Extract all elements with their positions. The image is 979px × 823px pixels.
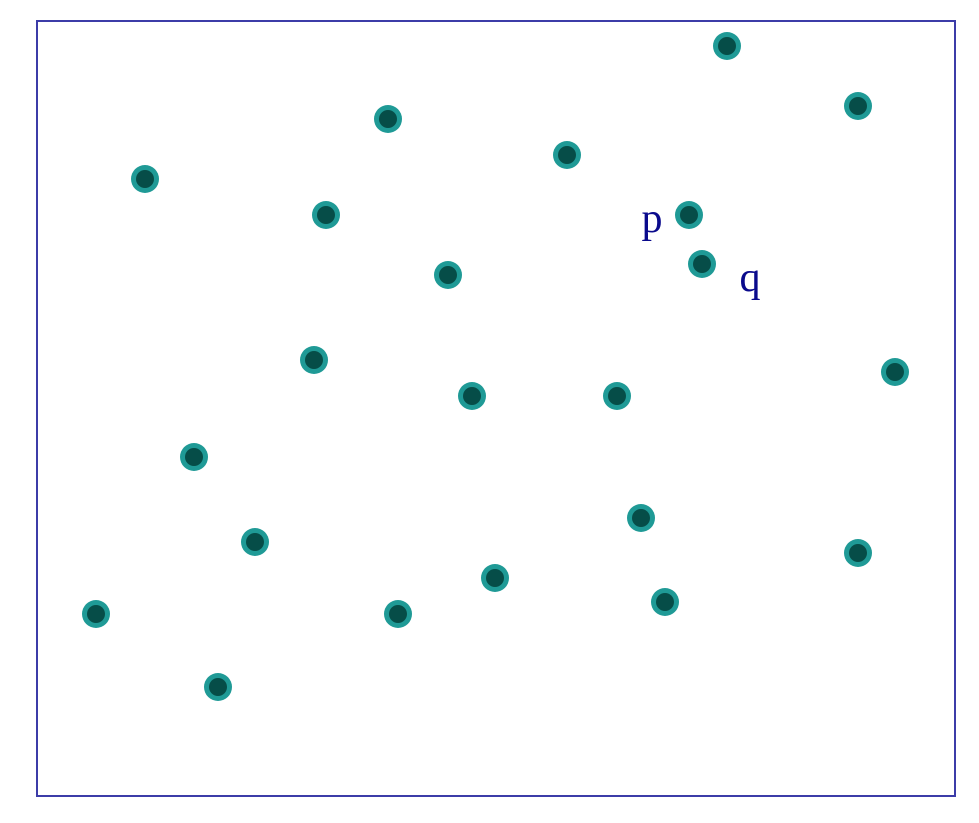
point-core [886, 363, 904, 381]
point [434, 261, 462, 289]
point [713, 32, 741, 60]
point [481, 564, 509, 592]
point [374, 105, 402, 133]
point [458, 382, 486, 410]
point [844, 92, 872, 120]
point [204, 673, 232, 701]
point [312, 201, 340, 229]
point-core [656, 593, 674, 611]
point-q [688, 250, 716, 278]
point [627, 504, 655, 532]
point [131, 165, 159, 193]
point [82, 600, 110, 628]
point [844, 539, 872, 567]
point-core [849, 97, 867, 115]
point-core [136, 170, 154, 188]
point [300, 346, 328, 374]
point [180, 443, 208, 471]
point-core [849, 544, 867, 562]
point-core [463, 387, 481, 405]
point-core [389, 605, 407, 623]
point-core [486, 569, 504, 587]
point-core [718, 37, 736, 55]
diagram-frame [36, 20, 956, 797]
point-core [608, 387, 626, 405]
point [384, 600, 412, 628]
point-core [680, 206, 698, 224]
point-core [185, 448, 203, 466]
point-core [693, 255, 711, 273]
point-core [87, 605, 105, 623]
point [603, 382, 631, 410]
point [651, 588, 679, 616]
point-label-q: q [740, 255, 761, 301]
point [241, 528, 269, 556]
point-core [379, 110, 397, 128]
point-label-p: p [642, 196, 663, 242]
point-core [439, 266, 457, 284]
point-core [632, 509, 650, 527]
point [553, 141, 581, 169]
point-core [317, 206, 335, 224]
point-p [675, 201, 703, 229]
point-core [305, 351, 323, 369]
point-core [209, 678, 227, 696]
points-group [82, 32, 909, 701]
point-core [246, 533, 264, 551]
point-core [558, 146, 576, 164]
point [881, 358, 909, 386]
labels-group: p q [642, 196, 761, 301]
